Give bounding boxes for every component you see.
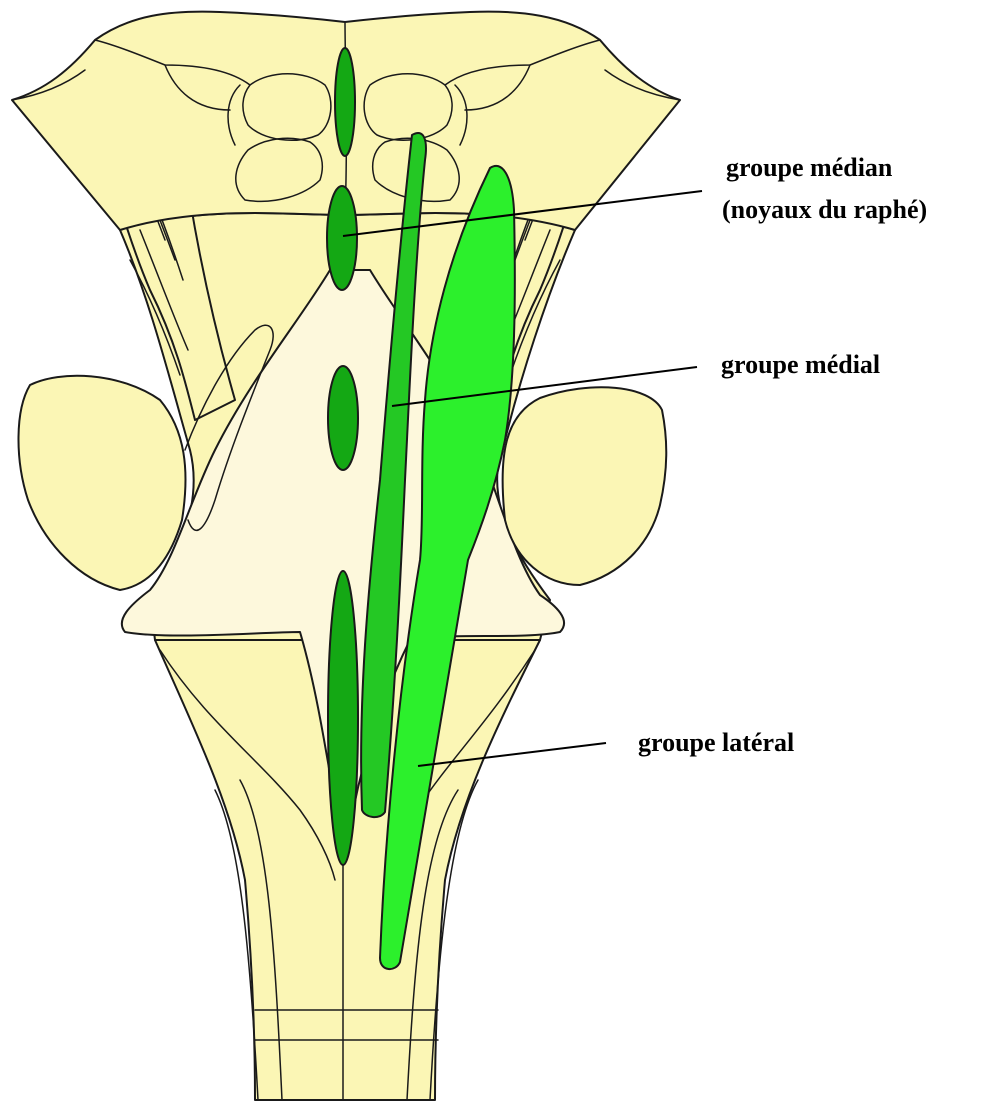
label-median-line2: (noyaux du raphé) [722,195,927,224]
label-medial: groupe médial [721,350,880,379]
raphe-nucleus-4 [328,571,358,865]
raphe-nucleus-3 [328,366,358,470]
label-median-line1: groupe médian [726,153,893,182]
right-lateral-lobe [503,387,667,585]
raphe-nucleus-2 [327,186,357,290]
raphe-nucleus-1 [335,48,355,156]
label-lateral: groupe latéral [638,728,794,757]
left-lateral-lobe [18,376,185,590]
